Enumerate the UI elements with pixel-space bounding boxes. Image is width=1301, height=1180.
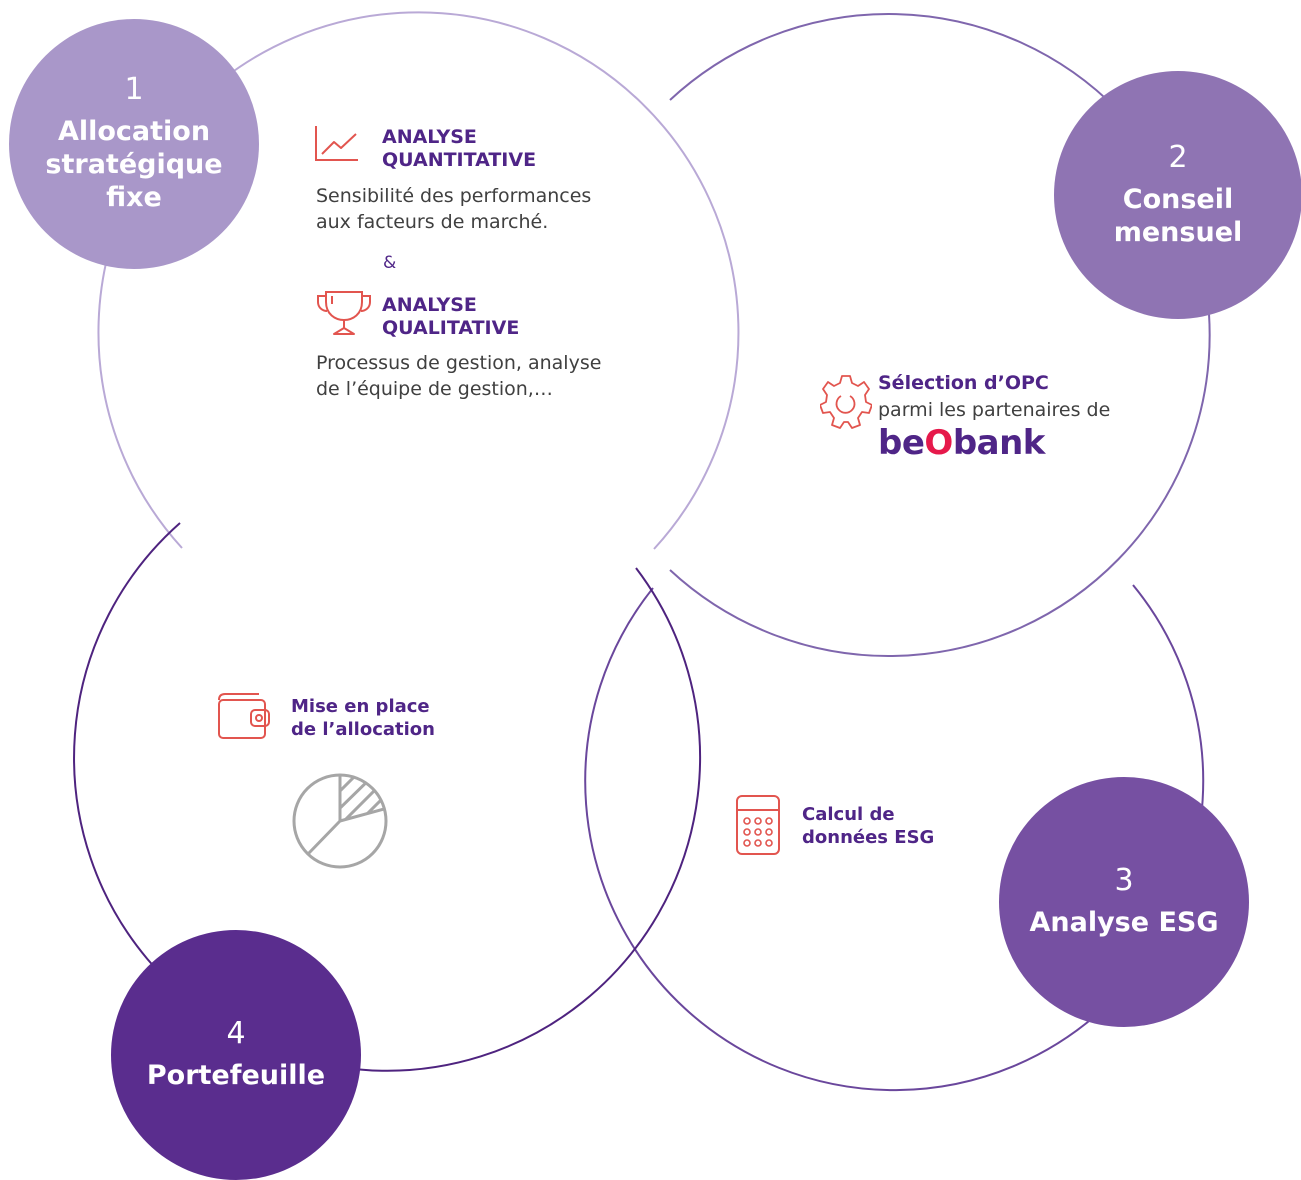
- ring-1: [97, 11, 740, 550]
- step-2-badge: 2 Conseil mensuel: [1054, 71, 1301, 319]
- step-4-number: 4: [226, 1016, 246, 1052]
- allocation-line-2: de l’allocation: [291, 718, 435, 740]
- quantitative-text-2: aux facteurs de marché.: [316, 211, 549, 234]
- qualitative-heading-2: QUALITATIVE: [382, 316, 520, 339]
- beobank-logo: beObank: [878, 423, 1045, 464]
- step-4-badge: 4 Portefeuille: [111, 930, 361, 1180]
- step-3-number: 3: [1114, 863, 1134, 899]
- step-1-title: Allocation stratégique fixe: [45, 116, 223, 213]
- ring-3: [584, 584, 1205, 1092]
- qualitative-heading-1: ANALYSE: [382, 294, 477, 316]
- trophy-icon: [317, 291, 371, 335]
- step-2-number: 2: [1168, 139, 1188, 175]
- line-chart-icon: [315, 126, 358, 161]
- pie-chart-icon: [292, 773, 388, 869]
- step-4-title: Portefeuille: [146, 1060, 326, 1092]
- calculator-icon: [736, 795, 780, 855]
- quantitative-heading-2: QUANTITATIVE: [382, 148, 537, 171]
- gear-icon: [820, 375, 872, 429]
- allocation-line-1: Mise en place: [291, 696, 430, 717]
- opc-heading: Sélection d’OPC: [878, 372, 1049, 394]
- wallet-icon: [218, 693, 270, 739]
- step-3-title: Analyse ESG: [1029, 907, 1219, 939]
- qualitative-text-1: Processus de gestion, analyse: [316, 352, 602, 374]
- qualitative-text-2: de l’équipe de gestion,…: [316, 378, 553, 401]
- step-1-badge: 1 Allocation stratégique fixe: [9, 19, 259, 269]
- ampersand: &: [383, 253, 397, 273]
- ring-2: [669, 13, 1211, 657]
- step-3-badge: 3 Analyse ESG: [999, 777, 1249, 1027]
- step-2-title: Conseil mensuel: [1113, 183, 1243, 248]
- quantitative-text-1: Sensibilité des performances: [316, 185, 592, 207]
- esg-line-2: données ESG: [802, 826, 935, 848]
- esg-line-1: Calcul de: [802, 804, 895, 825]
- opc-text: parmi les partenaires de: [878, 398, 1111, 421]
- quantitative-heading-1: ANALYSE: [382, 126, 477, 148]
- step-1-number: 1: [124, 72, 144, 108]
